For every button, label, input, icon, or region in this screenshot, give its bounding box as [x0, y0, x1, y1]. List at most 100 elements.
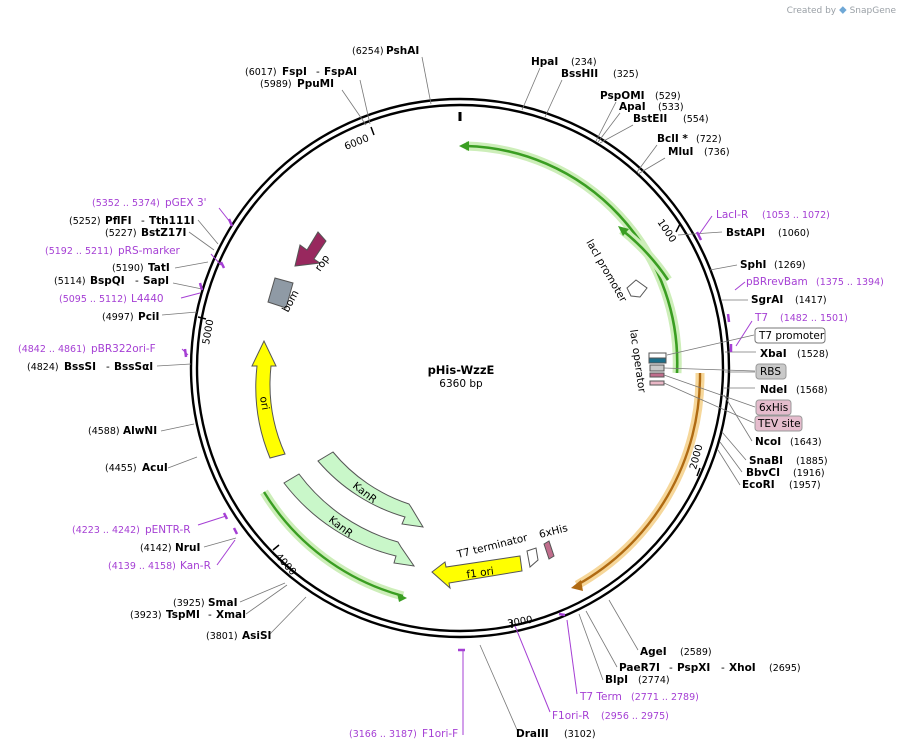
- primer-pos: (2771 .. 2789): [631, 692, 699, 703]
- tick-6000: 6000: [343, 133, 371, 153]
- enzyme-pos: (4997): [102, 312, 134, 323]
- lac-operator-label: lac operator: [627, 329, 648, 394]
- enzyme-name: BclI *: [657, 133, 688, 145]
- laci-arrow-head: [459, 141, 469, 151]
- primer-marks: [183, 218, 733, 652]
- enzyme-name: PpuMI: [297, 78, 334, 90]
- enzyme-sep: -: [721, 662, 725, 674]
- primer-name: T7 Term: [579, 691, 622, 703]
- enzyme-sep: -: [135, 275, 139, 287]
- terminator-icon: [526, 547, 539, 568]
- enzyme-name: XhoI: [729, 662, 756, 674]
- enzyme-name: BlpI: [605, 674, 628, 686]
- laci-promoter-halo: [619, 226, 672, 283]
- enzyme-pos: (529): [655, 91, 681, 102]
- enzyme-sep: -: [316, 66, 320, 78]
- primer-name: T7: [754, 312, 768, 324]
- enzyme-name: SmaI: [208, 597, 238, 609]
- enzyme-pos: (722): [696, 134, 722, 145]
- credit-brand: SnapGene: [849, 6, 896, 16]
- enzyme-name: BssHII: [561, 68, 598, 80]
- enzyme-pos: (5227): [105, 228, 137, 239]
- box-leaders: [663, 334, 756, 424]
- enzyme-labels: (6254) PshAI (6017) FspI - FspAI (5989) …: [27, 45, 829, 740]
- enzyme-pos: (533): [658, 102, 684, 113]
- enzyme-name: Tth111I: [149, 215, 194, 227]
- enzyme-pos: (1568): [796, 385, 828, 396]
- enzyme-name: HpaI: [531, 56, 558, 68]
- primer-name: F1ori-R: [552, 710, 589, 722]
- tick-1000: 1000: [655, 218, 678, 245]
- his6-box: [755, 399, 792, 416]
- primer-pos: (2956 .. 2975): [601, 711, 669, 722]
- enzyme-pos: (1060): [778, 228, 810, 239]
- enzyme-pos: (2695): [769, 663, 801, 674]
- enzyme-sep: -: [141, 215, 145, 227]
- plasmid-name: pHis-WzzE: [428, 363, 495, 377]
- enzyme-name: FspI: [282, 66, 307, 78]
- primer-name: pENTR-R: [145, 524, 191, 536]
- enzyme-pos: (5190): [112, 263, 144, 274]
- primer-pos: (4842 .. 4861): [18, 344, 86, 355]
- enzyme-name: NruI: [175, 542, 200, 554]
- enzyme-name: DraIII: [516, 728, 549, 740]
- f1-ori-arrow: [431, 555, 523, 590]
- tev-box: [754, 415, 803, 432]
- his-mark: [649, 372, 665, 378]
- enzyme-pos: (1643): [790, 437, 822, 448]
- enzyme-pos: (5114): [54, 276, 86, 287]
- enzyme-leaders: [156, 56, 756, 733]
- enzyme-pos: (6254): [352, 46, 384, 57]
- t7-promoter-mark: [648, 352, 667, 359]
- enzyme-pos: (4455): [105, 463, 137, 474]
- enzyme-pos: (554): [683, 114, 709, 125]
- lac-operator-mark: [648, 357, 667, 364]
- enzyme-name: PshAI: [386, 45, 419, 57]
- enzyme-name: XbaI: [760, 348, 787, 360]
- enzyme-pos: (1957): [789, 480, 821, 491]
- enzyme-pos: (1528): [797, 349, 829, 360]
- t7-promoter-box: [754, 327, 826, 344]
- primer-pos: (1482 .. 1501): [780, 313, 848, 324]
- enzyme-name: MluI: [668, 146, 693, 158]
- orange-arrow-head: [571, 580, 583, 591]
- credit-prefix: Created by: [786, 6, 837, 16]
- enzyme-name: SgrAI: [751, 294, 783, 306]
- bom-box: [267, 277, 294, 309]
- enzyme-name: PspXI: [677, 662, 710, 674]
- enzyme-name: BssSαI: [114, 361, 153, 373]
- enzyme-pos: (3102): [564, 729, 596, 740]
- primer-pos: (1053 .. 1072): [762, 210, 830, 221]
- enzyme-sep: -: [106, 361, 110, 373]
- laci-promoter-head: [618, 226, 629, 236]
- enzyme-pos: (2774): [638, 675, 670, 686]
- laci-promoter-label: lacI promoter: [583, 238, 629, 305]
- primer-name: Kan-R: [180, 560, 211, 572]
- enzyme-name: AcuI: [142, 462, 168, 474]
- primer-name: F1ori-F: [422, 728, 458, 740]
- enzyme-pos: (4588): [88, 426, 120, 437]
- enzyme-name: BspQI: [90, 275, 125, 287]
- primer-name: pRS-marker: [118, 245, 181, 257]
- enzyme-sep: -: [669, 662, 673, 674]
- enzyme-pos: (736): [704, 147, 730, 158]
- enzyme-pos: (1916): [793, 468, 825, 479]
- enzyme-name: NdeI: [760, 384, 787, 396]
- enzyme-name: SapI: [143, 275, 169, 287]
- enzyme-name: SnaBI: [749, 455, 783, 467]
- ori-label: ori: [257, 395, 271, 411]
- enzyme-name: BstZ17I: [141, 227, 186, 239]
- enzyme-pos: (1885): [796, 456, 828, 467]
- enzyme-pos: (5989): [260, 79, 292, 90]
- backbone-inner: [195, 103, 725, 633]
- his6-box-label: 6xHis: [759, 402, 788, 414]
- tick-3000: 3000: [507, 615, 534, 630]
- primer-name: pBR322ori-F: [91, 343, 156, 355]
- kan-arc: [262, 491, 404, 598]
- laci-arrow: [465, 144, 679, 374]
- enzyme-name: BssSI: [64, 361, 96, 373]
- f1-ori-label: f1 ori: [466, 565, 495, 581]
- rbs-box-label: RBS: [760, 366, 781, 378]
- promoter-pentagon-icon: [626, 279, 648, 298]
- enzyme-pos: (4824): [27, 362, 59, 373]
